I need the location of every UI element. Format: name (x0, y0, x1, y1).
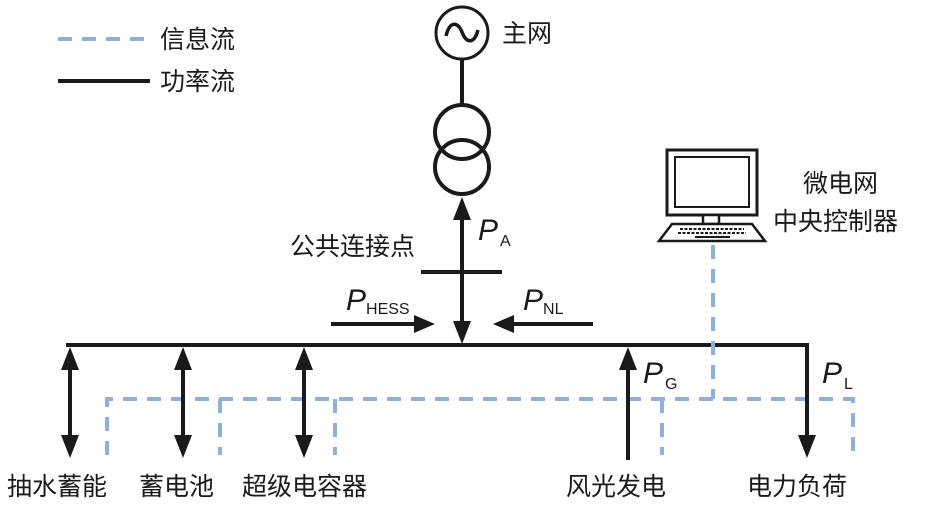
wind-solar-label: 风光发电 (566, 472, 666, 501)
phess-label: PHESS (346, 284, 410, 318)
pl-arrow (798, 345, 816, 458)
phess-arrow-head (414, 315, 435, 333)
pumped-storage-arrow (61, 347, 79, 458)
pumped-storage-label: 抽水蓄能 (7, 472, 107, 501)
legend-info-label: 信息流 (160, 25, 235, 54)
info-flow-network (105, 245, 855, 455)
computer-icon (656, 148, 768, 243)
pg-arrow (619, 347, 637, 460)
transformer-icon (433, 103, 491, 196)
pa-arrow-head-up (453, 197, 471, 220)
main-grid-label: 主网 (502, 19, 552, 48)
pcc-label: 公共连接点 (290, 232, 415, 261)
legend-power-label: 功率流 (160, 67, 235, 96)
controller-label-line1: 微电网 (803, 169, 878, 198)
pnl-label: PNL (523, 284, 564, 318)
ac-source-icon (434, 5, 490, 61)
legend: 信息流 功率流 (58, 25, 235, 96)
load-label: 电力负荷 (747, 472, 847, 501)
pnl-arrow-head (493, 315, 514, 333)
supercapacitor-label: 超级电容器 (242, 472, 367, 501)
pa-arrow-head-down (453, 321, 471, 344)
battery-label: 蓄电池 (139, 472, 214, 501)
supercapacitor-arrow (295, 347, 313, 458)
battery-arrow (174, 347, 192, 458)
controller-label-line2: 中央控制器 (773, 207, 898, 236)
